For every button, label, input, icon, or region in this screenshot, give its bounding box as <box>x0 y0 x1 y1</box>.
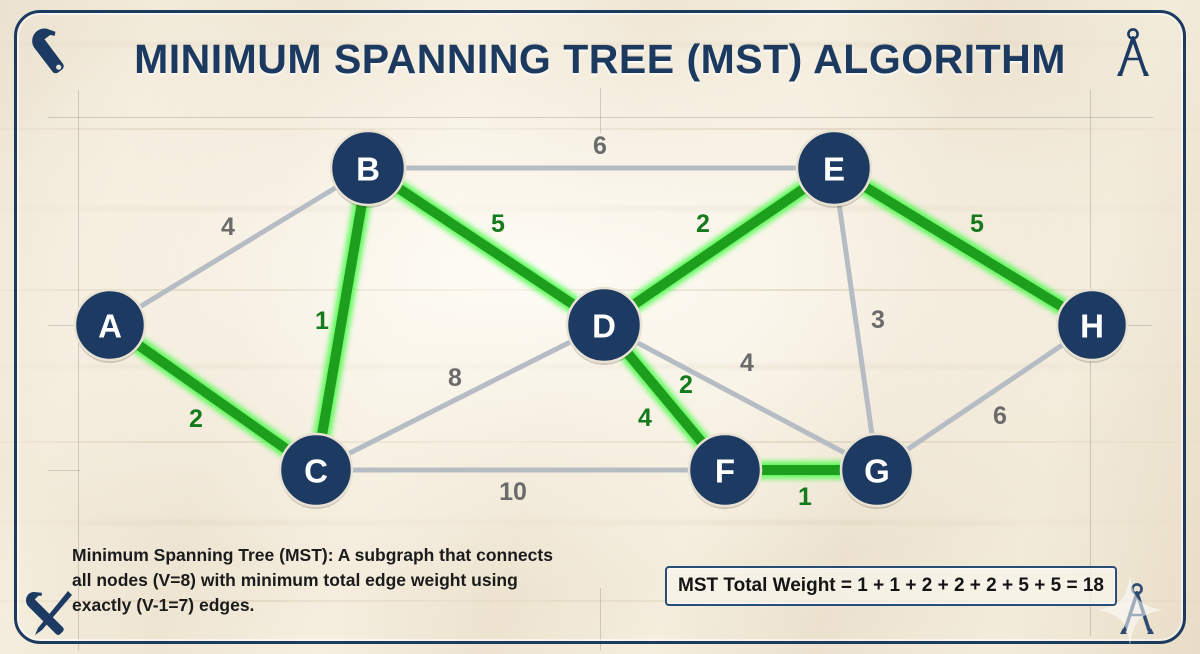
page-title: MINIMUM SPANNING TREE (MST) ALGORITHM <box>134 36 1066 82</box>
node-circle-F <box>687 432 763 508</box>
node-circle-E <box>795 129 873 207</box>
edge-weight-DF: 2 <box>679 371 693 399</box>
edge-weight-DG: 4 <box>740 349 754 377</box>
mst-edge-EH <box>829 163 1097 330</box>
graph-node-D[interactable]: D <box>565 286 643 365</box>
node-circle-D <box>565 286 643 364</box>
node-label-D: D <box>592 308 616 345</box>
mst-total-weight-box: MST Total Weight = 1 + 1 + 2 + 2 + 2 + 5… <box>665 566 1117 606</box>
mst-total-weight-label: MST Total Weight = 1 + 1 + 2 + 2 + 2 + 5… <box>678 575 1104 596</box>
node-circle-A <box>73 288 147 362</box>
mst-edge-DE <box>599 163 839 330</box>
node-label-G: G <box>864 453 890 490</box>
edge-weight-GH: 6 <box>993 402 1007 430</box>
edge-GH <box>874 322 1095 473</box>
node-circle-H <box>1055 288 1129 362</box>
edge-EG <box>831 165 880 473</box>
mst-edge-BD <box>363 163 609 330</box>
nodes-layer: A B C D E F G H <box>73 129 1129 509</box>
node-label-A: A <box>98 308 122 345</box>
edge-CD <box>313 322 607 473</box>
definition-part1: (MST): A subgraph that connects all node… <box>72 545 553 590</box>
graph-node-B[interactable]: B <box>329 129 407 208</box>
edge-AB <box>107 165 371 328</box>
node-label-H: H <box>1080 308 1104 345</box>
edge-weight-CD: 8 <box>448 364 462 392</box>
mst-definition: Minimum Spanning Tree (MST): A subgraph … <box>72 543 572 618</box>
edge-weight-DE: 2 <box>696 210 710 238</box>
edge-weight-EG: 3 <box>871 306 885 334</box>
edge-weight-DF: 4 <box>638 404 652 432</box>
definition-lead: Minimum Spanning Tree <box>72 545 275 565</box>
edge-DG <box>601 322 880 473</box>
mst-edge-BC <box>311 163 373 475</box>
edge-weight-BC: 1 <box>315 307 329 335</box>
mst-edges-layer <box>105 163 1097 475</box>
definition-edge-count: V-1=7 <box>142 595 189 615</box>
definition-part2: ) with minimum total edge weight using e… <box>72 570 518 615</box>
graph-node-H[interactable]: H <box>1055 288 1129 363</box>
graph-node-F[interactable]: F <box>687 432 763 509</box>
node-circle-B <box>329 129 407 207</box>
node-circle-C <box>278 432 354 508</box>
wrench-icon <box>32 28 64 74</box>
node-label-B: B <box>356 151 380 188</box>
graph-node-E[interactable]: E <box>795 129 873 208</box>
edge-weight-EH: 5 <box>970 210 984 238</box>
graph-node-G[interactable]: G <box>839 432 915 509</box>
mst-edge-AC <box>105 320 321 475</box>
edge-weight-CF: 10 <box>499 478 527 506</box>
edge-weight-BD: 5 <box>491 210 505 238</box>
compass-icon <box>1117 28 1149 76</box>
graph-node-A[interactable]: A <box>73 288 147 363</box>
node-label-E: E <box>823 151 845 188</box>
node-label-F: F <box>715 453 735 490</box>
definition-part3: ) edges. <box>188 595 255 615</box>
node-circle-G <box>839 432 915 508</box>
node-label-C: C <box>304 453 328 490</box>
plain-edges-layer <box>107 165 1095 473</box>
graph-node-C[interactable]: C <box>278 432 354 509</box>
tools-icon <box>26 591 72 635</box>
definition-vertex-count: V=8 <box>158 570 191 590</box>
edge-weight-AB: 4 <box>221 213 235 241</box>
edge-weight-AC: 2 <box>189 405 203 433</box>
edge-weight-BE: 6 <box>593 132 607 160</box>
edge-weight-FG: 1 <box>798 483 812 511</box>
